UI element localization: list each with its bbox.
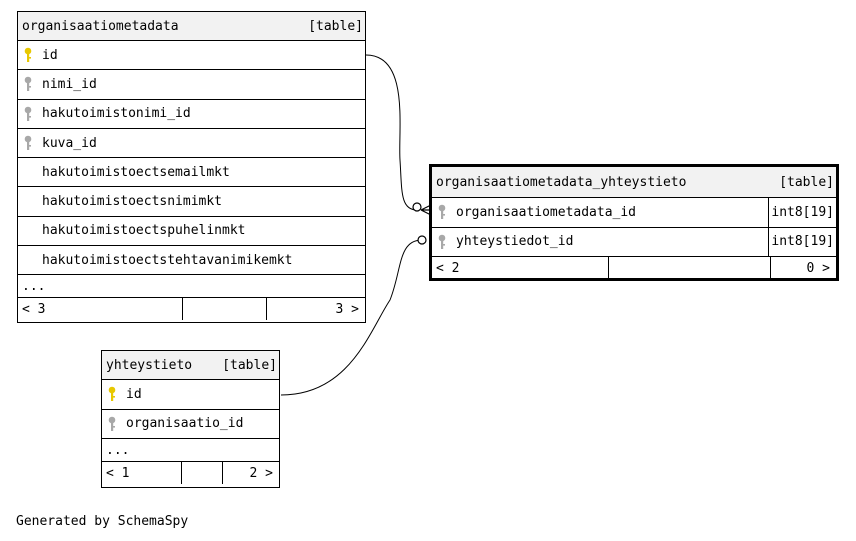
table-header: organisaatiometadata [table] xyxy=(18,12,365,41)
more-columns: ... xyxy=(102,439,279,462)
table-footer: < 3 3 > xyxy=(18,298,365,321)
key-slot xyxy=(18,76,38,92)
table-header: organisaatiometadata_yhteystieto [table] xyxy=(432,167,836,198)
primary-key-icon xyxy=(108,386,116,402)
key-slot xyxy=(432,204,452,220)
footer-children[interactable]: 0 > xyxy=(806,261,830,276)
footer-parents[interactable]: < 3 xyxy=(18,298,183,321)
table-footer: < 1 2 > xyxy=(102,462,279,484)
foreign-key-icon xyxy=(24,135,32,151)
column-name: hakutoimistoectsnimimkt xyxy=(42,194,223,210)
table-organisaatiometadata-yhteystieto[interactable]: organisaatiometadata_yhteystieto [table]… xyxy=(429,164,839,281)
column-row[interactable]: hakutoimistoectsnimimkt xyxy=(18,187,365,217)
column-type: int8[19] xyxy=(768,198,836,227)
table-name: organisaatiometadata_yhteystieto xyxy=(436,174,687,190)
table-yhteystieto[interactable]: yhteystieto [table] id organisaatio_id ..… xyxy=(101,350,280,488)
table-tag: [table] xyxy=(222,357,277,373)
column-row[interactable]: hakutoimistoectstehtavanimikemkt xyxy=(18,246,365,276)
column-row[interactable]: organisaatiometadata_id int8[19] xyxy=(432,198,836,228)
column-row[interactable]: kuva_id xyxy=(18,129,365,159)
column-name: hakutoimistonimi_id xyxy=(42,106,191,122)
footer-parents[interactable]: < 1 xyxy=(102,462,182,484)
foreign-key-icon xyxy=(24,106,32,121)
column-row[interactable]: organisaatio_id xyxy=(102,410,279,439)
edge-optional-marker-2 xyxy=(417,235,427,245)
footer-middle xyxy=(609,257,771,280)
column-name: id xyxy=(126,386,142,402)
column-type: int8[19] xyxy=(768,227,836,256)
column-name: organisaatiometadata_id xyxy=(456,204,637,220)
table-name: yhteystieto xyxy=(106,357,193,373)
table-footer: < 2 0 > xyxy=(432,257,836,280)
column-row[interactable]: hakutoimistoectsemailmkt xyxy=(18,158,365,188)
column-name: id xyxy=(42,47,58,63)
column-name: kuva_id xyxy=(42,135,97,151)
column-name: nimi_id xyxy=(42,76,97,92)
column-name: hakutoimistoectspuhelinmkt xyxy=(42,223,246,239)
column-name: organisaatio_id xyxy=(126,416,244,432)
foreign-key-icon xyxy=(24,77,32,92)
column-row[interactable]: yhteystiedot_id int8[19] xyxy=(432,227,836,257)
table-tag: [table] xyxy=(308,18,363,34)
column-row[interactable]: hakutoimistoectspuhelinmkt xyxy=(18,217,365,247)
key-slot xyxy=(102,416,122,432)
edge-yhteystieto-id xyxy=(280,239,423,396)
key-slot xyxy=(18,106,38,122)
column-row[interactable]: id xyxy=(18,41,365,71)
footer-parents[interactable]: < 2 xyxy=(432,257,609,280)
footer-children[interactable]: 2 > xyxy=(249,465,273,481)
table-tag: [table] xyxy=(779,174,834,190)
column-name: yhteystiedot_id xyxy=(456,234,574,250)
edge-organisaatiometadata-id xyxy=(365,54,418,211)
footer-middle xyxy=(183,298,267,321)
key-slot xyxy=(18,135,38,151)
primary-key-icon xyxy=(24,47,32,63)
foreign-key-icon xyxy=(438,234,446,249)
foreign-key-icon xyxy=(438,204,446,220)
column-name: hakutoimistoectsemailmkt xyxy=(42,164,230,180)
column-name: hakutoimistoectstehtavanimikemkt xyxy=(42,252,293,268)
key-slot xyxy=(18,47,38,63)
column-row[interactable]: hakutoimistonimi_id xyxy=(18,100,365,129)
footer-middle xyxy=(182,462,223,484)
more-columns: ... xyxy=(18,275,365,299)
key-slot xyxy=(102,386,122,402)
table-name: organisaatiometadata xyxy=(22,18,179,34)
edge-optional-marker-1 xyxy=(412,202,422,212)
generated-by-credit[interactable]: Generated by SchemaSpy xyxy=(16,514,189,529)
footer-children[interactable]: 3 > xyxy=(335,301,359,317)
column-row[interactable]: id xyxy=(102,380,279,410)
table-header: yhteystieto [table] xyxy=(102,351,279,380)
key-slot xyxy=(432,234,452,250)
foreign-key-icon xyxy=(108,416,116,431)
column-row[interactable]: nimi_id xyxy=(18,70,365,100)
